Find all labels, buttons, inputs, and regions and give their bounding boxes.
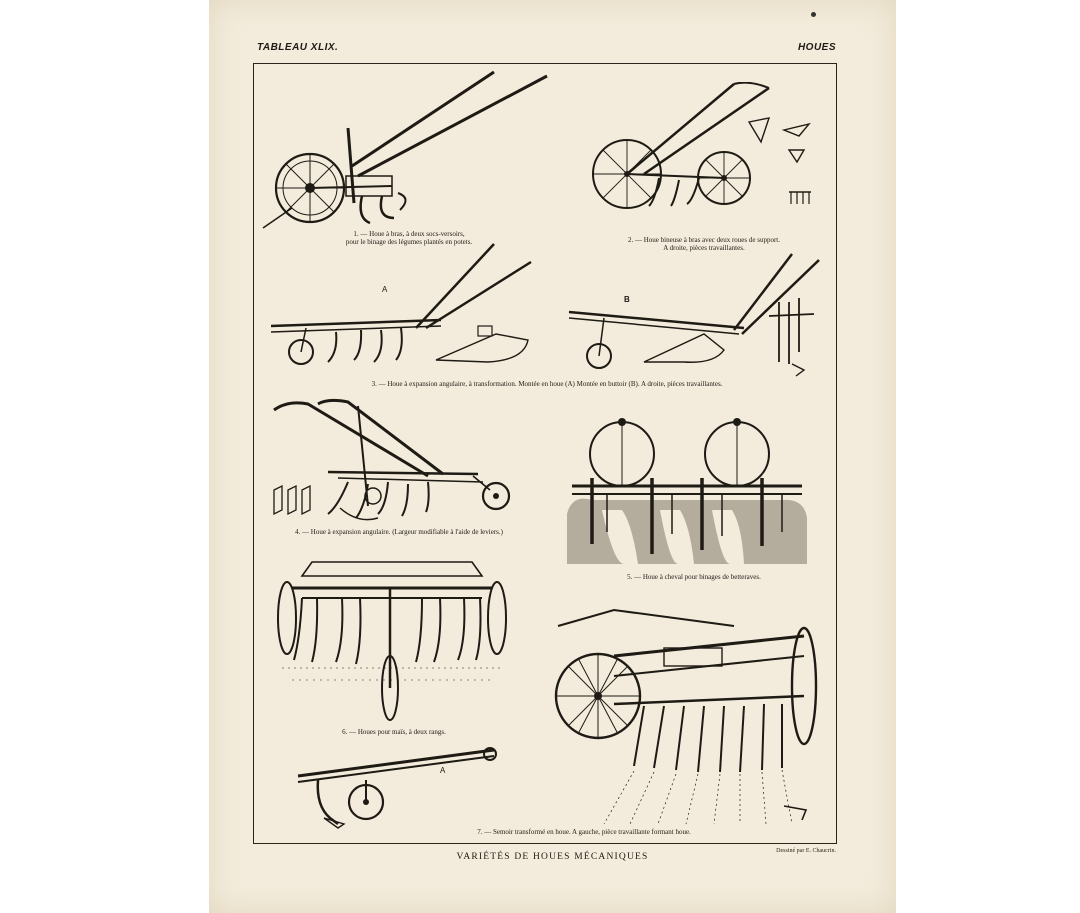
caption-figure-1-line-2: pour le binage des légumes plantés en po… [345,238,473,246]
caption-figure-6: 6. — Houes pour maïs, à deux rangs. [342,728,446,736]
figure-3b-ridger-mode [564,252,824,377]
figure-7-hoe-piece [294,740,504,830]
label-3-b: B [624,295,630,304]
illustration-frame: 1. — Houe à bras, à deux socs-versoirs, … [253,63,837,844]
plate-page: TABLEAU XLIX. HOUES [209,0,896,913]
ink-spot [811,12,816,17]
caption-figure-1-line-1: 1. — Houe à bras, à deux socs-versoirs, [353,230,465,238]
illustrator-credit: Dessiné par E. Chaucrin. [776,848,836,854]
figure-1-hand-hoe [262,68,552,233]
figure-6-maize-hoe [272,548,512,728]
caption-figure-5: 5. — Houe à cheval pour binages de bette… [627,573,761,581]
figure-2-wheel-hoe [589,82,819,222]
figure-5-horse-hoe [562,414,812,569]
caption-figure-2-line-2: A droite, pièces travaillantes. [663,244,745,252]
section-title: HOUES [797,42,836,53]
figure-7-seed-drill [554,606,824,826]
figure-3a-hoe-mode [266,242,536,372]
caption-figure-2: 2. — Houe bineuse à bras avec deux roues… [594,236,814,252]
caption-figure-3: 3. — Houe à expansion angulaire, à trans… [371,380,723,388]
plate-title: VARIÉTÉS DE HOUES MÉCANIQUES [456,852,649,862]
label-3-a: A [382,285,388,294]
label-7-a: A [440,766,446,775]
caption-figure-7: 7. — Semoir transformé en houe. A gauche… [477,828,691,836]
figure-4-angular-expansion-hoe [268,396,528,526]
caption-figure-1: 1. — Houe à bras, à deux socs-versoirs, … [304,230,514,246]
caption-figure-4: 4. — Houe à expansion angulaire. (Largeu… [295,528,503,536]
caption-figure-2-line-1: 2. — Houe bineuse à bras avec deux roues… [627,236,780,244]
plate-number: TABLEAU XLIX. [257,42,339,53]
